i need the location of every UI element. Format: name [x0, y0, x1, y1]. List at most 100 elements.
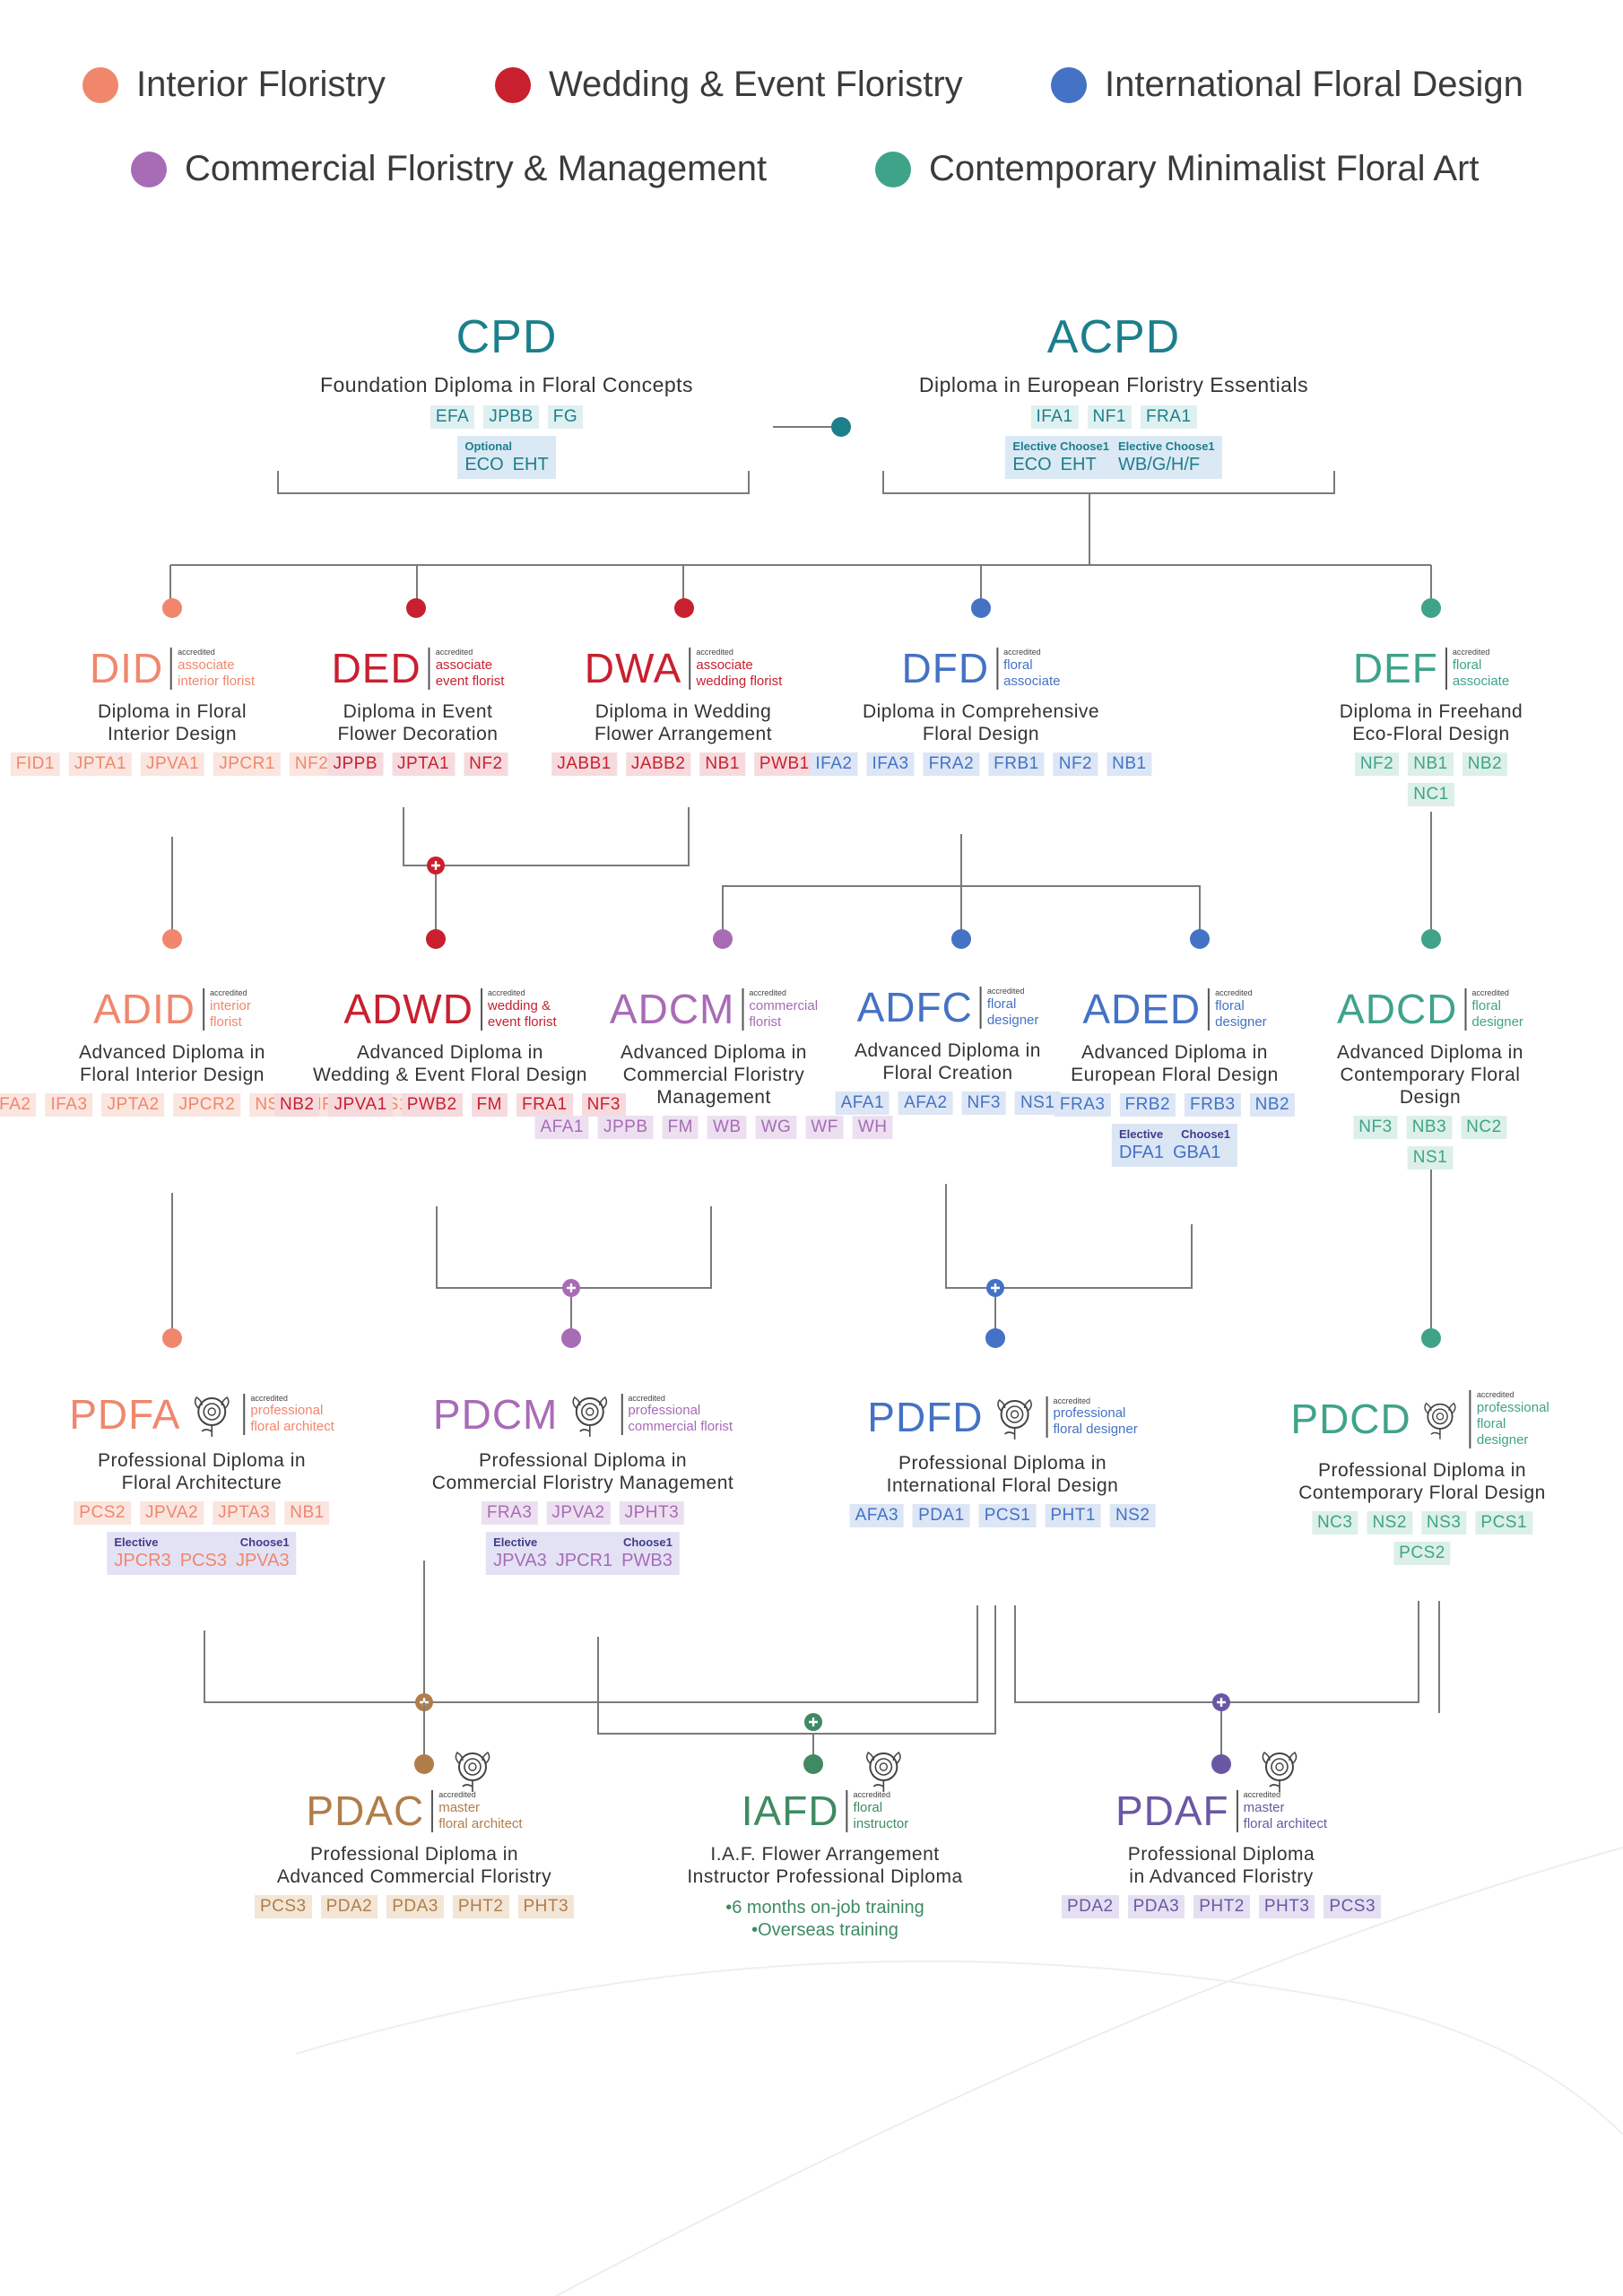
program-name-line: Professional Diploma [1127, 1843, 1315, 1865]
program-code: DEF [1352, 645, 1438, 692]
accreditation-line: wedding & [487, 997, 551, 1013]
flower-seal-icon [1262, 1751, 1298, 1792]
program-code: PDFA [69, 1391, 181, 1438]
legend-dot [1051, 66, 1087, 103]
elective-header-text: Choose1 [239, 1535, 290, 1549]
module-code: AFA1 [835, 1091, 890, 1115]
module-code: NC3 [1311, 1510, 1358, 1535]
accreditation-line: wedding florist [696, 673, 783, 689]
node-dot [985, 1328, 1005, 1348]
flower-seal-icon [572, 1396, 607, 1437]
accreditation-line: floral [853, 1799, 883, 1815]
elective-header-text: Optional [464, 439, 513, 453]
background-swoosh [555, 1847, 1623, 2296]
flower-seal-icon [865, 1751, 901, 1792]
accreditation-line: floral [986, 996, 1017, 1012]
legend-item: International Floral Design [1051, 65, 1523, 105]
module-code: NB1 [1408, 752, 1454, 776]
module-code: NB1 [699, 752, 745, 776]
node-dot [713, 929, 733, 949]
program-code: ADWD [343, 986, 473, 1033]
accreditation-line: designer [986, 1012, 1039, 1028]
program-code: PDCD [1290, 1396, 1411, 1443]
accredited-word: accredited [438, 1790, 476, 1799]
module-code: JPCR1 [213, 752, 281, 776]
legend-label: Commercial Floristry & Management [185, 149, 768, 188]
connector-line [722, 885, 1201, 939]
module-code: IFA3 [866, 752, 915, 776]
node-dot [162, 598, 182, 618]
module-code: NB2 [1462, 752, 1508, 776]
module-code: AFA1 [534, 1115, 589, 1139]
module-code: JPTA1 [68, 752, 133, 776]
module-code: JPTA3 [213, 1501, 276, 1525]
program-name-line: Eco-Floral Design [1352, 723, 1510, 744]
node-dot [162, 929, 182, 949]
node-dot [1421, 929, 1441, 949]
module-code: JPPB [597, 1115, 654, 1139]
program-name-line: Floral Design [922, 723, 1040, 744]
program-name-line: Professional Diploma in [478, 1450, 688, 1471]
program-code: ADFC [856, 984, 973, 1031]
accredited-word: accredited [853, 1790, 891, 1799]
node-dot [971, 598, 991, 618]
node-dot [803, 1754, 823, 1774]
program-name-line: Advanced Diploma in [79, 1041, 265, 1063]
merge-plus-icon [1212, 1693, 1230, 1711]
module-code: IFA2 [0, 1092, 37, 1117]
module-code: JPVA2 [139, 1501, 204, 1525]
legend-item: Contemporary Minimalist Floral Art [875, 149, 1480, 189]
module-code: WH [852, 1115, 893, 1139]
accredited-word: accredited [628, 1393, 665, 1403]
module-code: AFA3 [849, 1504, 905, 1527]
node-dot [1190, 929, 1210, 949]
module-code: JABB1 [551, 752, 617, 776]
program-name-line: Professional Diploma in [1317, 1459, 1527, 1481]
accreditation-line: floral architect [1243, 1815, 1328, 1831]
module-code: NS3 [1420, 1510, 1467, 1535]
module-code: PWB1 [753, 752, 815, 776]
program-name: Foundation Diploma in Floral Concepts [320, 371, 693, 398]
connector-line [277, 471, 750, 494]
accreditation-line: floral [1452, 657, 1482, 673]
accredited-word: accredited [435, 648, 473, 657]
legend-dot [495, 66, 531, 103]
elective-header-text: Elective [493, 1535, 538, 1549]
module-code: NB1 [1107, 752, 1152, 776]
module-code: EFA [430, 405, 475, 429]
accredited-word: accredited [1003, 648, 1041, 657]
module-code: NF1 [1087, 405, 1132, 429]
program-name-line: Professional Diploma in [97, 1450, 307, 1471]
program-name-line: I.A.F. Flower Arrangement [710, 1843, 940, 1865]
connector-line [436, 1206, 712, 1289]
legend-dot [82, 66, 118, 103]
note-line: •Overseas training [751, 1919, 898, 1940]
legend-label: Wedding & Event Floristry [549, 65, 963, 104]
module-code: FRB2 [1119, 1092, 1176, 1117]
module-code: JABB2 [625, 752, 691, 776]
module-code: JPVA1 [141, 752, 205, 776]
module-code: PCS1 [978, 1504, 1037, 1527]
program-name-line: Floral Architecture [121, 1473, 282, 1493]
program-title: CPD [320, 314, 693, 361]
